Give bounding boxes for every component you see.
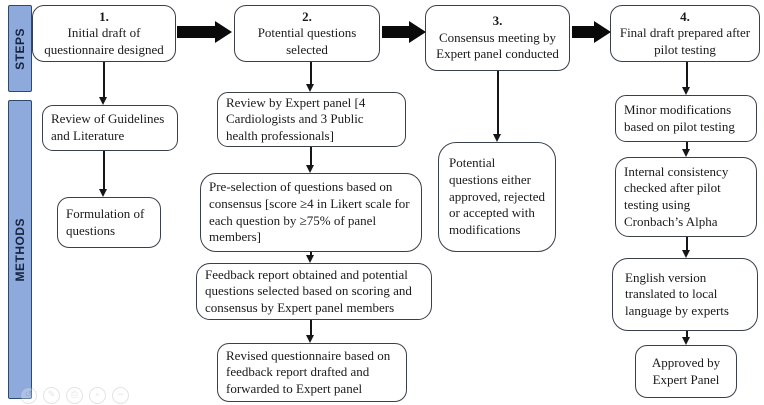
connector-arrowhead (493, 134, 501, 142)
connector-arrowhead (682, 337, 690, 345)
step-4-box: 4. Final draft prepared after pilot test… (610, 5, 760, 62)
step-1-number: 1. (99, 8, 109, 24)
print-icon[interactable]: ⎙ (66, 387, 83, 404)
method-internal-consistency-box: Internal consistency checked after pilot… (615, 157, 757, 237)
connector-line (103, 62, 105, 97)
step-3-text: Consensus meeting by Expert panel conduc… (436, 29, 559, 62)
method-preselection-box: Pre-selection of questions based on cons… (200, 173, 422, 252)
method-consensus-outcome-box: Potential questions either approved, rej… (438, 142, 556, 252)
steps-sidebar-bar: STEPS (8, 5, 32, 92)
minus-icon[interactable]: − (112, 387, 129, 404)
step-2-box: 2. Potential questions selected (234, 5, 380, 62)
step-3-number: 3. (492, 13, 503, 29)
zoom-icon[interactable]: ⌕ (89, 387, 106, 404)
connector-line (686, 142, 688, 149)
method-translation-box: English version translated to local lang… (612, 258, 758, 331)
connector-arrowhead (682, 149, 690, 157)
connector-arrowhead (99, 189, 107, 197)
method-minor-modifications-text: Minor modifications based on pilot testi… (624, 101, 735, 134)
method-formulation-box: Formulation of questions (57, 197, 161, 248)
edit-icon[interactable]: ✎ (43, 387, 60, 404)
arrow-head (215, 21, 232, 43)
step-3-box: 3. Consensus meeting by Expert panel con… (425, 5, 570, 71)
connector-arrowhead (99, 97, 107, 105)
arrow-head (594, 21, 611, 43)
method-revised-questionnaire-text: Revised questionnaire based on feedback … (226, 347, 391, 396)
method-review-expert-panel-box: Review by Expert panel [4 Cardiologists … (217, 92, 406, 147)
methods-label: METHODS (13, 217, 27, 282)
method-internal-consistency-text: Internal consistency checked after pilot… (624, 163, 729, 229)
arrow-shaft (572, 26, 594, 38)
step-4-number: 4. (680, 8, 690, 24)
connector-line (310, 320, 312, 335)
method-feedback-report-box: Feedback report obtained and potential q… (196, 263, 432, 320)
method-minor-modifications-box: Minor modifications based on pilot testi… (615, 95, 757, 142)
step-1-box: 1. Initial draft of questionnaire design… (32, 5, 176, 62)
connector-line (686, 237, 688, 250)
arrow-head (409, 21, 426, 43)
connector-line (103, 151, 105, 189)
connector-line (310, 147, 312, 165)
arrow-shaft (177, 26, 215, 38)
connector-line (686, 62, 688, 87)
method-feedback-report-text: Feedback report obtained and potential q… (205, 266, 412, 315)
method-consensus-outcome-text: Potential questions either approved, rej… (449, 155, 546, 237)
connector-arrowhead (306, 255, 314, 263)
method-formulation-text: Formulation of questions (66, 205, 145, 238)
step-4-text: Final draft prepared after pilot testing (619, 25, 751, 57)
method-preselection-text: Pre-selection of questions based on cons… (209, 179, 410, 245)
connector-arrowhead (682, 250, 690, 258)
method-review-expert-panel-text: Review by Expert panel [4 Cardiologists … (226, 94, 366, 143)
connector-arrowhead (306, 335, 314, 343)
connector-line (497, 71, 499, 134)
method-revised-questionnaire-box: Revised questionnaire based on feedback … (217, 343, 407, 402)
connector-arrowhead (306, 84, 314, 92)
methods-sidebar-bar: METHODS (8, 100, 32, 399)
method-translation-text: English version translated to local lang… (625, 269, 729, 318)
step-arrow-2-3 (382, 21, 426, 43)
connector-arrowhead (306, 165, 314, 173)
method-approved-text: Approved by Expert Panel (651, 354, 721, 387)
connector-line (686, 331, 688, 337)
connector-line (310, 62, 312, 84)
step-2-text: Potential questions selected (257, 25, 357, 57)
step-2-number: 2. (302, 8, 312, 24)
connector-line (310, 252, 312, 255)
steps-label: STEPS (13, 27, 27, 70)
undo-icon[interactable]: ↺ (20, 387, 37, 404)
step-1-text: Initial draft of questionnaire designed (44, 25, 164, 57)
step-arrow-1-2 (177, 21, 232, 43)
arrow-shaft (382, 26, 409, 38)
connector-arrowhead (682, 87, 690, 95)
method-approved-box: Approved by Expert Panel (635, 345, 737, 398)
step-arrow-3-4 (572, 21, 611, 43)
method-review-guidelines-text: Review of Guidelines and Literature (51, 111, 165, 143)
method-review-guidelines-box: Review of Guidelines and Literature (42, 105, 178, 151)
viewer-toolbar: ↺ ✎ ⎙ ⌕ − (20, 387, 129, 404)
